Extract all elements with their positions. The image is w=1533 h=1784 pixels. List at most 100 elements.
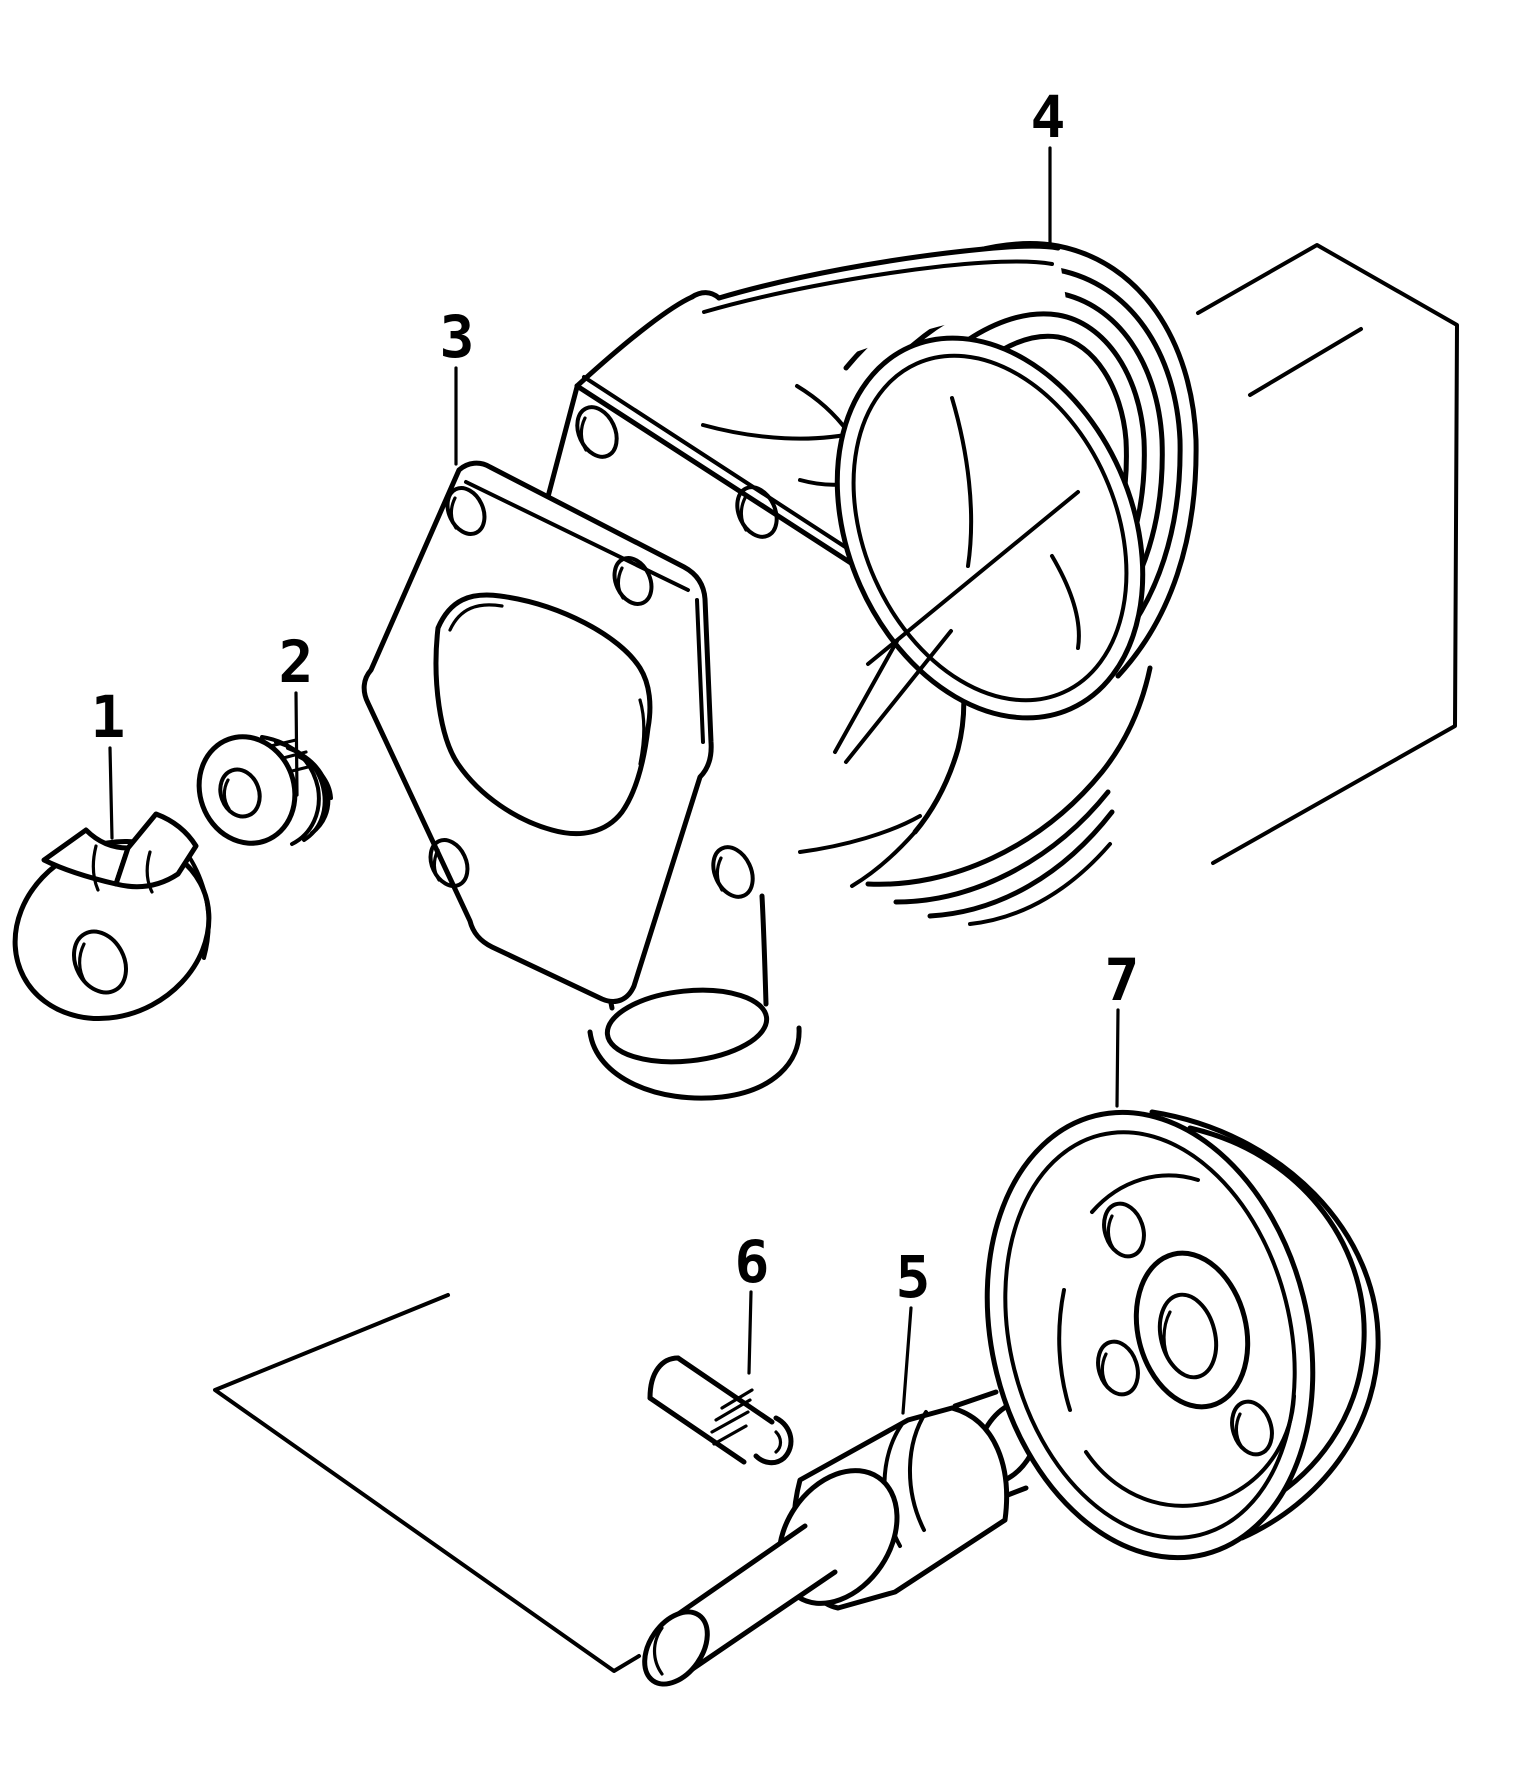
plug-center-hole — [218, 767, 262, 819]
impeller-vane — [113, 811, 199, 890]
bracket-fill — [577, 246, 1066, 458]
bracket-top-edge — [716, 243, 1061, 301]
callout-5-label: 5 — [896, 1243, 931, 1311]
callout-4-label: 4 — [1031, 83, 1066, 151]
shaft-end-depth — [652, 1626, 664, 1676]
callout-3: 3 — [440, 303, 475, 466]
body-neck-edge — [850, 830, 917, 888]
pulley-rim-inner-edge — [1003, 1130, 1297, 1540]
panel-edge — [1196, 243, 1459, 865]
pulley-back-rim — [1149, 1109, 1381, 1541]
pulley-center-hole — [1157, 1292, 1219, 1380]
pin-left-cap — [647, 1355, 681, 1401]
flange-bolt-hole-depth — [579, 416, 588, 452]
part-5-bearing-shaft — [642, 1389, 1042, 1687]
panel-outline-top-right — [1196, 243, 1459, 865]
pulley-bolt-hole — [1096, 1339, 1140, 1397]
groove-arc — [968, 842, 1112, 926]
callout-6-leader — [747, 1290, 753, 1375]
flange-bolt-hole-depth — [715, 856, 724, 892]
gasket-edge-inner — [464, 480, 690, 592]
callout-1-leader — [108, 746, 114, 840]
opening-inner-ring — [851, 353, 1129, 703]
callout-3-label: 3 — [440, 303, 475, 371]
groove-arc — [865, 665, 1153, 887]
impeller-disc — [12, 838, 212, 1022]
pulley-bolt-hole — [1102, 1201, 1146, 1259]
rib-line — [798, 814, 922, 854]
impeller-center-hole — [72, 929, 128, 995]
panel-outline-bottom-left — [213, 1293, 641, 1673]
impeller-vane-line — [91, 844, 100, 892]
shaft-top-edge — [658, 1523, 808, 1629]
bracket-fold-line — [701, 423, 862, 441]
part-3-gasket — [361, 460, 714, 1004]
pulley-front-rim — [984, 1109, 1316, 1561]
spout-collar-top — [604, 987, 770, 1065]
callout-4: 4 — [1031, 83, 1066, 245]
opening-outer-ring — [834, 335, 1146, 721]
callout-2: 2 — [279, 628, 314, 797]
callout-1-label: 1 — [91, 683, 126, 751]
groove-arc — [893, 789, 1111, 905]
plug-center-hole-depth — [222, 778, 231, 811]
callout-7-leader — [1115, 1008, 1120, 1108]
part-2-threaded-plug — [196, 734, 333, 846]
callout-2-label: 2 — [279, 628, 314, 696]
opening-cross-line — [866, 490, 1080, 666]
callout-7: 7 — [1105, 946, 1139, 1108]
callout-6: 6 — [735, 1228, 770, 1375]
plug-thread-arc — [286, 746, 331, 835]
pin-c-end-inner — [774, 1430, 783, 1454]
bracket-bump — [689, 290, 722, 301]
flange-bolt-hole-depth — [739, 496, 748, 532]
bracket-inner-edge — [702, 259, 1054, 314]
shaft-bottom-edge — [688, 1569, 838, 1673]
bracket-top-edge — [574, 294, 695, 389]
pulley-face-ring-arc — [1084, 1394, 1296, 1508]
pin-hatch-line — [720, 1388, 754, 1410]
gasket-bolt-hole-depth — [616, 566, 625, 600]
gasket-bolt-hole-depth — [449, 496, 458, 530]
pulley-hub-ring — [1133, 1250, 1251, 1410]
pulley-bolt-hole-depth — [1106, 1214, 1115, 1250]
impeller-vane-line — [145, 850, 154, 894]
groove-arc — [927, 809, 1115, 919]
callout-6-label: 6 — [735, 1228, 770, 1296]
panel-edge — [213, 1293, 641, 1673]
rib-line — [833, 639, 899, 754]
spout-right-edge — [759, 893, 769, 1007]
pulley-bolt-hole-depth — [1100, 1352, 1109, 1388]
pin-hatch-line — [710, 1410, 750, 1434]
part-1-impeller — [12, 811, 212, 1022]
pin-fill — [650, 1358, 772, 1462]
pulley-face-ring-arc — [1090, 1173, 1200, 1214]
pin-hatch-line — [714, 1398, 752, 1422]
plug-thread-arc — [296, 754, 333, 800]
part-7-pulley — [984, 1109, 1381, 1561]
pulley-face-ring-arc — [1057, 1288, 1072, 1412]
plug-face — [196, 734, 298, 846]
opening-interior-arc — [1050, 554, 1081, 650]
callout-5: 5 — [896, 1243, 931, 1415]
impeller-back-edge — [184, 850, 211, 960]
spout-collar-bottom — [587, 1025, 802, 1101]
pulley-back-groove — [1187, 1125, 1367, 1515]
callout-5-leader — [901, 1306, 913, 1415]
impeller-center-hole-depth — [78, 942, 87, 984]
gasket-opening-inner — [638, 698, 646, 766]
bearing-stub-edge — [952, 1389, 999, 1409]
rib-line — [844, 629, 953, 764]
pin-c-end — [753, 1415, 794, 1466]
opening-interior-arc — [950, 396, 974, 568]
pulley-bolt-hole — [1230, 1399, 1274, 1457]
pin-bottom-edge — [647, 1395, 747, 1465]
pin-top-edge — [675, 1355, 775, 1425]
bearing-ring-line — [908, 1410, 928, 1532]
gasket-opening — [433, 592, 653, 837]
gasket-edge-inner — [695, 598, 705, 744]
panel-edge-inner — [1248, 327, 1363, 397]
pulley-center-hole-depth — [1162, 1310, 1172, 1364]
